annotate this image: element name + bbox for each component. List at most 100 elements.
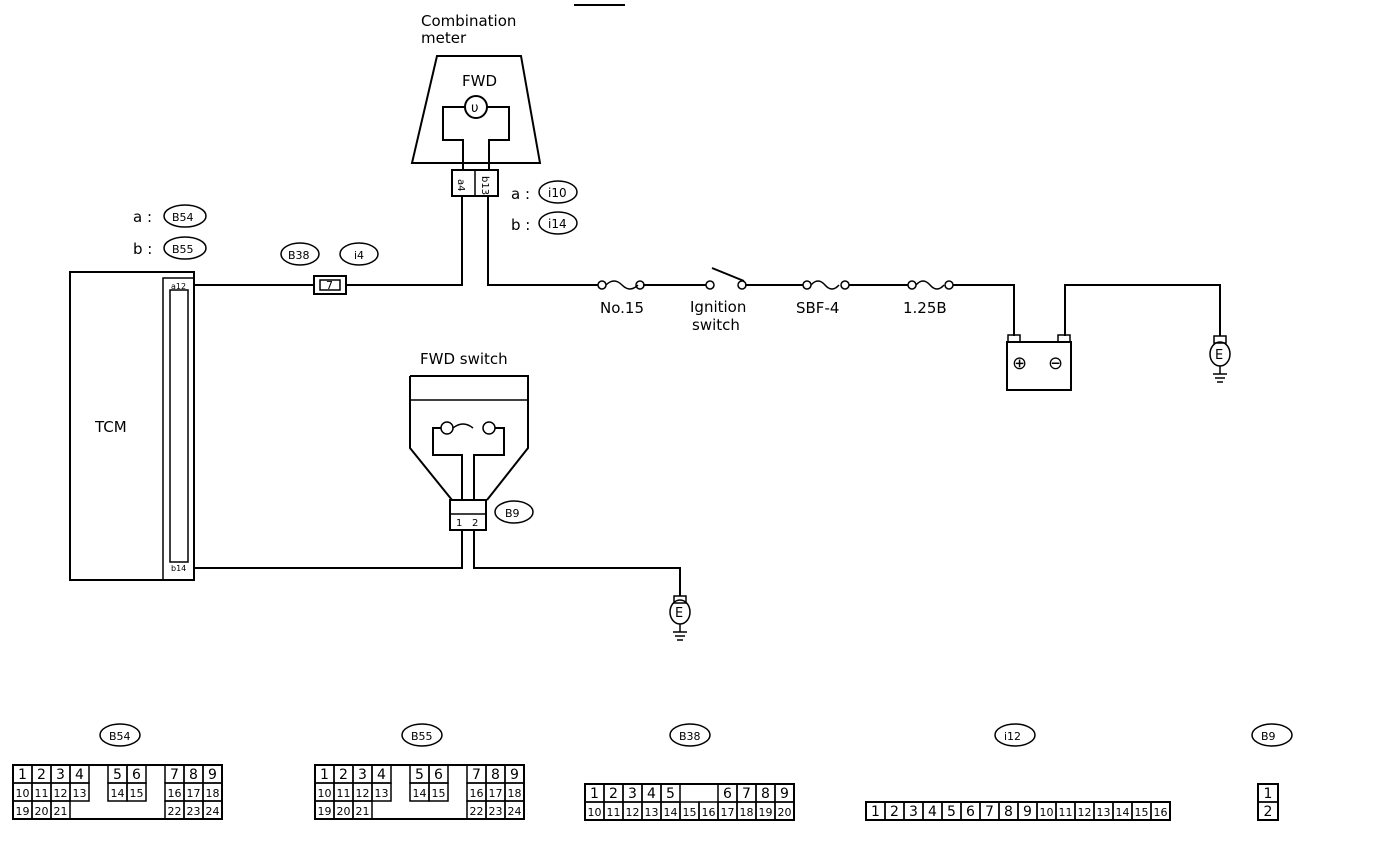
connector-pin-number: 5 (113, 767, 122, 783)
connector-pin-number: 8 (189, 767, 198, 783)
connector-pin-number: 10 (16, 787, 30, 800)
meter-connector-a-id: i10 (548, 186, 567, 200)
connector-pin-number: 9 (208, 767, 217, 783)
connector-pin-number: 11 (1059, 806, 1073, 819)
connector-pin-number: 4 (75, 767, 84, 783)
connector-pin-number: 16 (702, 806, 716, 819)
connector-pin-number: 1 (871, 804, 880, 820)
combination-meter-title-line2: meter (421, 29, 467, 47)
connector-pin-number: 22 (470, 805, 484, 818)
fuse-125b-icon (915, 280, 945, 290)
connector-pin-number: 3 (628, 786, 637, 802)
connector-pin-number: 20 (35, 805, 49, 818)
connector-pin-number: 24 (206, 805, 220, 818)
connector-pin-number: 12 (356, 787, 370, 800)
wire-meter-to-fuse (487, 196, 598, 286)
meter-internal-wiring (442, 106, 510, 170)
fwd-switch-contact-icon (452, 423, 474, 429)
connector-pin-number: 5 (666, 786, 675, 802)
connector-view-label: B55 (411, 730, 433, 743)
meter-pin-b13: b13 (479, 176, 490, 195)
meter-pin-a4: a4 (455, 179, 466, 192)
connector-pin-number: 19 (759, 806, 773, 819)
connector-pin-number: 6 (434, 767, 443, 783)
fwd-switch-title: FWD switch (420, 350, 508, 368)
meter-connector-b-badge (538, 211, 578, 235)
connector-pin-number: 10 (1040, 806, 1054, 819)
connector-pin-number: 23 (187, 805, 201, 818)
connector-pin-number: 11 (337, 787, 351, 800)
tcm-pin-b14: b14 (171, 564, 186, 573)
connector-pin-number: 20 (778, 806, 792, 819)
meter-connector-b-id: i14 (548, 217, 567, 231)
tcm-connector-strip (162, 277, 195, 581)
connector-pin-number: 12 (626, 806, 640, 819)
fuse-sbf4-icon (810, 280, 840, 290)
connector-pin-number: 2 (609, 786, 618, 802)
tcm-connector-b-id: B55 (172, 243, 194, 256)
connector-pin-number: 16 (470, 787, 484, 800)
connector-pin-number: 8 (1004, 804, 1013, 820)
tcm-connector-a-prefix: a : (133, 208, 152, 226)
connector-pin-number: 5 (947, 804, 956, 820)
connector-pin-number: 21 (54, 805, 68, 818)
connector-pin-number: 14 (111, 787, 125, 800)
wire-fwd-switch-to-ground (473, 530, 681, 596)
inline-connector-id2-badge (339, 242, 379, 266)
connector-pin-number: 17 (721, 806, 735, 819)
fuse-125b-label: 1.25B (903, 299, 947, 317)
connector-pin-number: 10 (318, 787, 332, 800)
fuse-no15-label: No.15 (600, 299, 644, 317)
tcm-connector-inner (169, 289, 189, 563)
wire-to-battery-plus (953, 284, 1015, 336)
connector-pin-number: 2 (339, 767, 348, 783)
fwd-switch-pin-1: 1 (456, 518, 462, 529)
connector-pin-number: 3 (56, 767, 65, 783)
connector-pin-number: 13 (73, 787, 87, 800)
connector-pin-number: 14 (413, 787, 427, 800)
inline-connector-id1: B38 (288, 249, 310, 262)
connector-pin-number: 23 (489, 805, 503, 818)
tcm-label: TCM (94, 418, 127, 436)
connector-view-badge (669, 723, 711, 747)
connector-view-badge (1251, 723, 1293, 747)
connector-pin-number: 4 (377, 767, 386, 783)
connector-pin-number: 1 (590, 786, 599, 802)
connector-view-label: i12 (1004, 730, 1021, 743)
connector-view-label: B9 (1261, 730, 1276, 743)
ignition-switch-label-line1: Ignition (690, 298, 746, 316)
connector-pin-cell (126, 782, 147, 802)
connector-pin-number: 19 (16, 805, 30, 818)
connector-view-badge (401, 723, 443, 747)
connector-pin-number: 2 (890, 804, 899, 820)
connector-pin-number: 16 (168, 787, 182, 800)
connector-view-label: B54 (109, 730, 131, 743)
connector-pin-number: 8 (761, 786, 770, 802)
tcm-connector-a-id: B54 (172, 211, 194, 224)
connector-pin-number: 11 (607, 806, 621, 819)
connector-pin-cell (428, 782, 449, 802)
connector-pin-number: 11 (35, 787, 49, 800)
connector-pin-number: 18 (508, 787, 522, 800)
connector-pin-number: 15 (130, 787, 144, 800)
connector-pin-number: 13 (1097, 806, 1111, 819)
tcm-connector-b-prefix: b : (133, 240, 152, 258)
connector-pin-number: 6 (966, 804, 975, 820)
connector-pin-number: 15 (683, 806, 697, 819)
combination-meter-title-line1: Combination (421, 12, 516, 30)
fwd-switch-connector-badge (494, 500, 534, 524)
inline-connector-id2: i4 (354, 249, 364, 262)
fwd-switch-pin-2: 2 (472, 518, 478, 529)
connector-pin-number: 8 (491, 767, 500, 783)
meter-connector-b-prefix: b : (511, 216, 530, 234)
connector-outline (1257, 783, 1279, 821)
wire-tcm-to-fwd-switch (194, 530, 463, 569)
ground-label-battery: E (1215, 348, 1223, 363)
connector-pin-number: 12 (54, 787, 68, 800)
fwd-lamp-label: FWD (462, 72, 497, 90)
inline-connector-pin: 7 (326, 279, 333, 292)
fwd-switch-housing (409, 375, 529, 501)
tcm-connector-b-badge (163, 236, 207, 260)
